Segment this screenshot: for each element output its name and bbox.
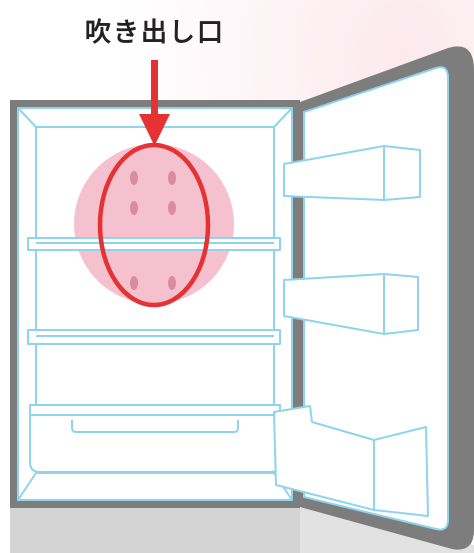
arrow-shaft (151, 60, 158, 120)
floor-shadow (10, 505, 300, 553)
vent-hole (168, 276, 176, 290)
vent-hole (130, 201, 138, 215)
vent-hole (168, 171, 176, 185)
fridge-door (274, 46, 474, 549)
vent-outlet-label: 吹き出し口 (0, 12, 310, 49)
vent-hole (130, 276, 138, 290)
vent-hole (168, 201, 176, 215)
vent-hole (130, 171, 138, 185)
